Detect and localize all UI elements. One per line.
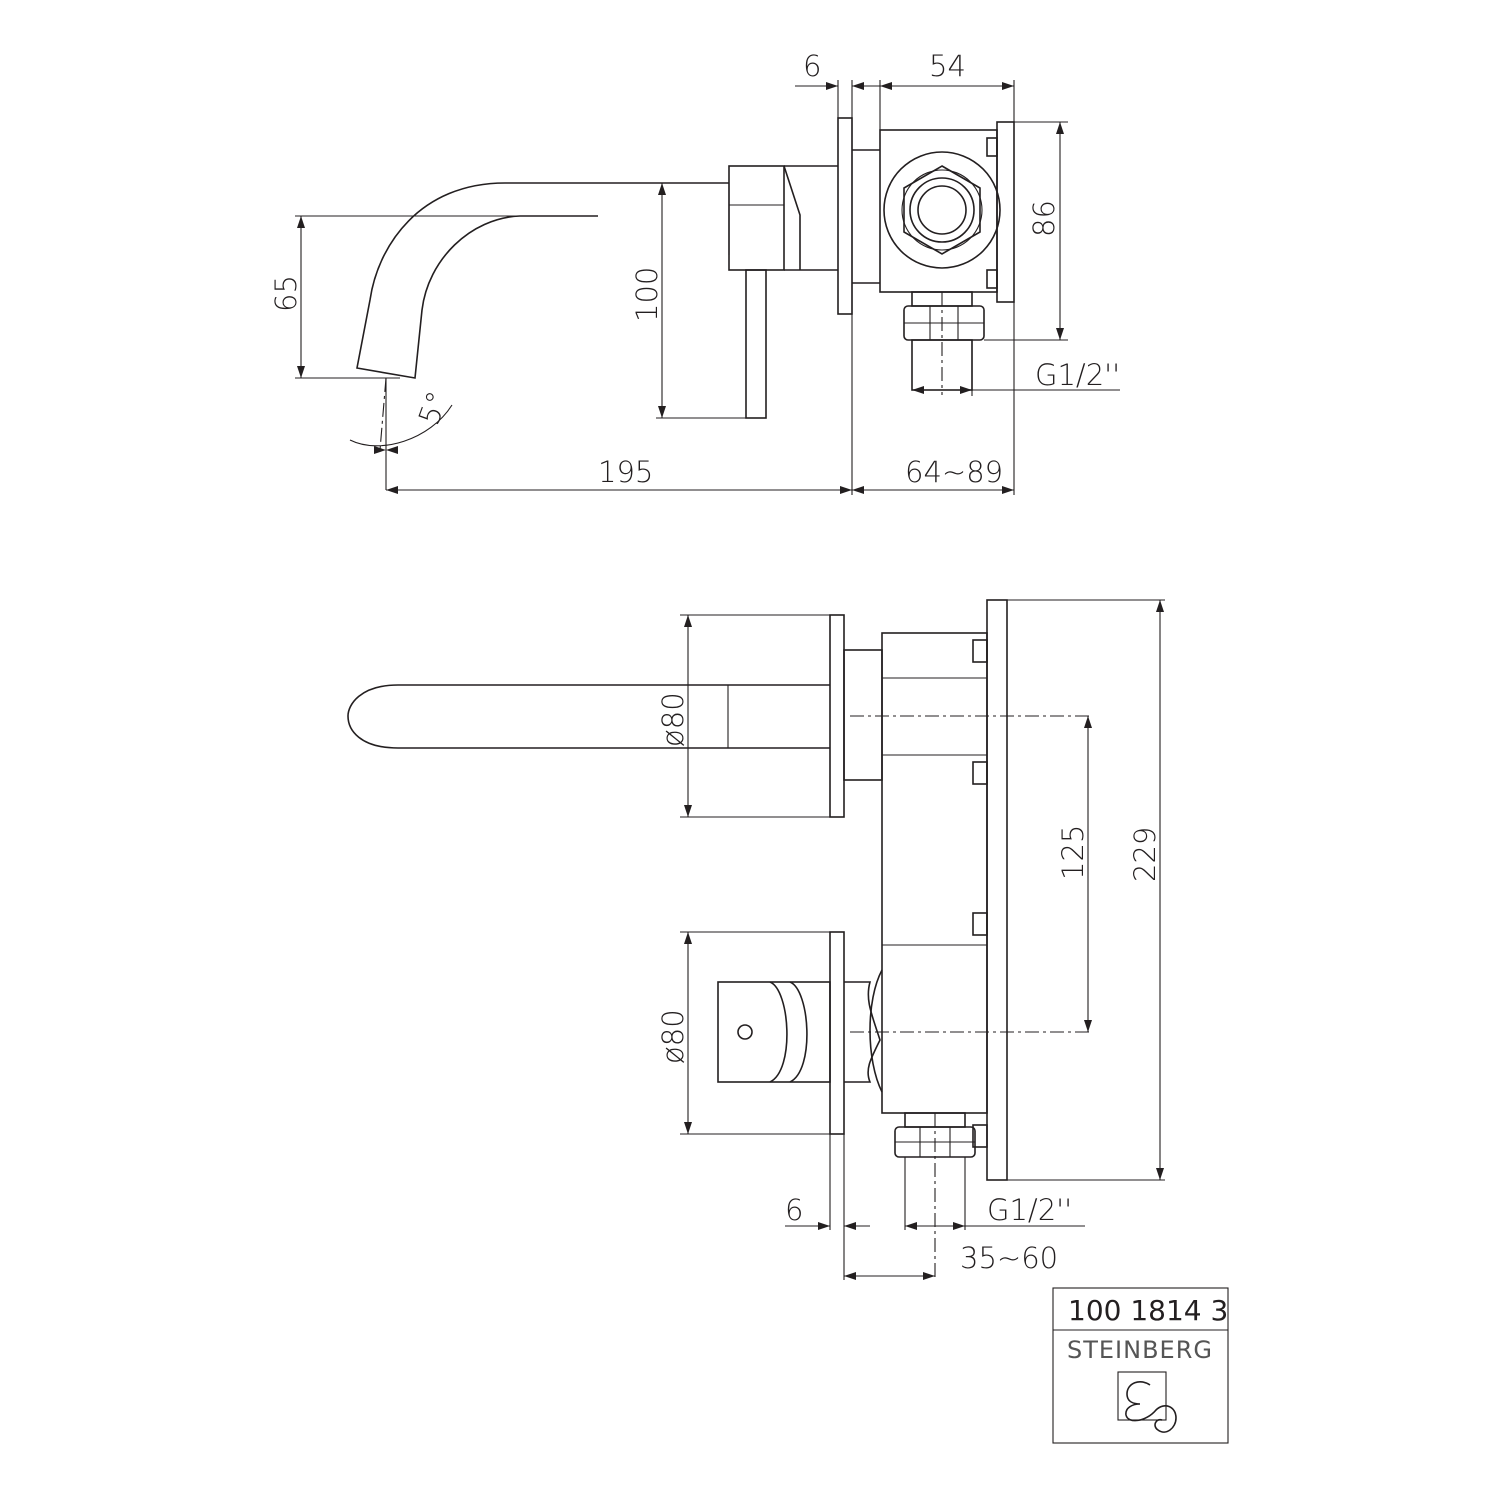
dim-side-thread: G1/2'' [1035,358,1120,392]
front-mount-plate [986,599,1008,1181]
dim-side-projection: 195 [598,455,653,489]
title-block-code: 100 1814 3 [1068,1294,1228,1327]
dim-front-lever-diameter: ø80 [656,1009,690,1064]
side-rosette [837,117,853,315]
dim-side-height: 86 [1027,200,1061,237]
dim-side-flange: 6 [803,49,821,83]
front-spout [347,684,830,749]
dim-side-drop: 65 [269,275,303,312]
dim-front-install: 35~60 [960,1241,1058,1275]
dim-front-thread: G1/2'' [987,1193,1072,1227]
dim-side-depth: 54 [929,49,966,83]
front-view: ø80 ø80 125 229 6 G1/2'' [347,599,1165,1280]
front-valve-body [881,632,988,1114]
steinberg-logo-icon [1117,1371,1177,1433]
dim-side-install: 64~89 [905,455,1003,489]
dim-front-flange: 6 [785,1193,803,1227]
dim-front-spout-diameter: ø80 [656,692,690,747]
side-view: 6 54 86 65 100 5° [269,49,1120,495]
side-spout-hub [728,165,785,271]
title-block-brand: STEINBERG [1067,1336,1213,1364]
dim-side-lever: 100 [630,267,664,322]
side-lever [745,269,767,419]
front-lever-rosette [829,931,845,1135]
front-lever [717,981,831,1083]
dim-front-axis: 125 [1056,825,1090,880]
dim-side-angle: 5° [412,387,455,430]
front-spout-rosette [829,614,845,818]
side-spout [356,182,729,379]
dim-front-overall: 229 [1128,827,1162,882]
title-block: 100 1814 3 STEINBERG [1052,1287,1229,1444]
